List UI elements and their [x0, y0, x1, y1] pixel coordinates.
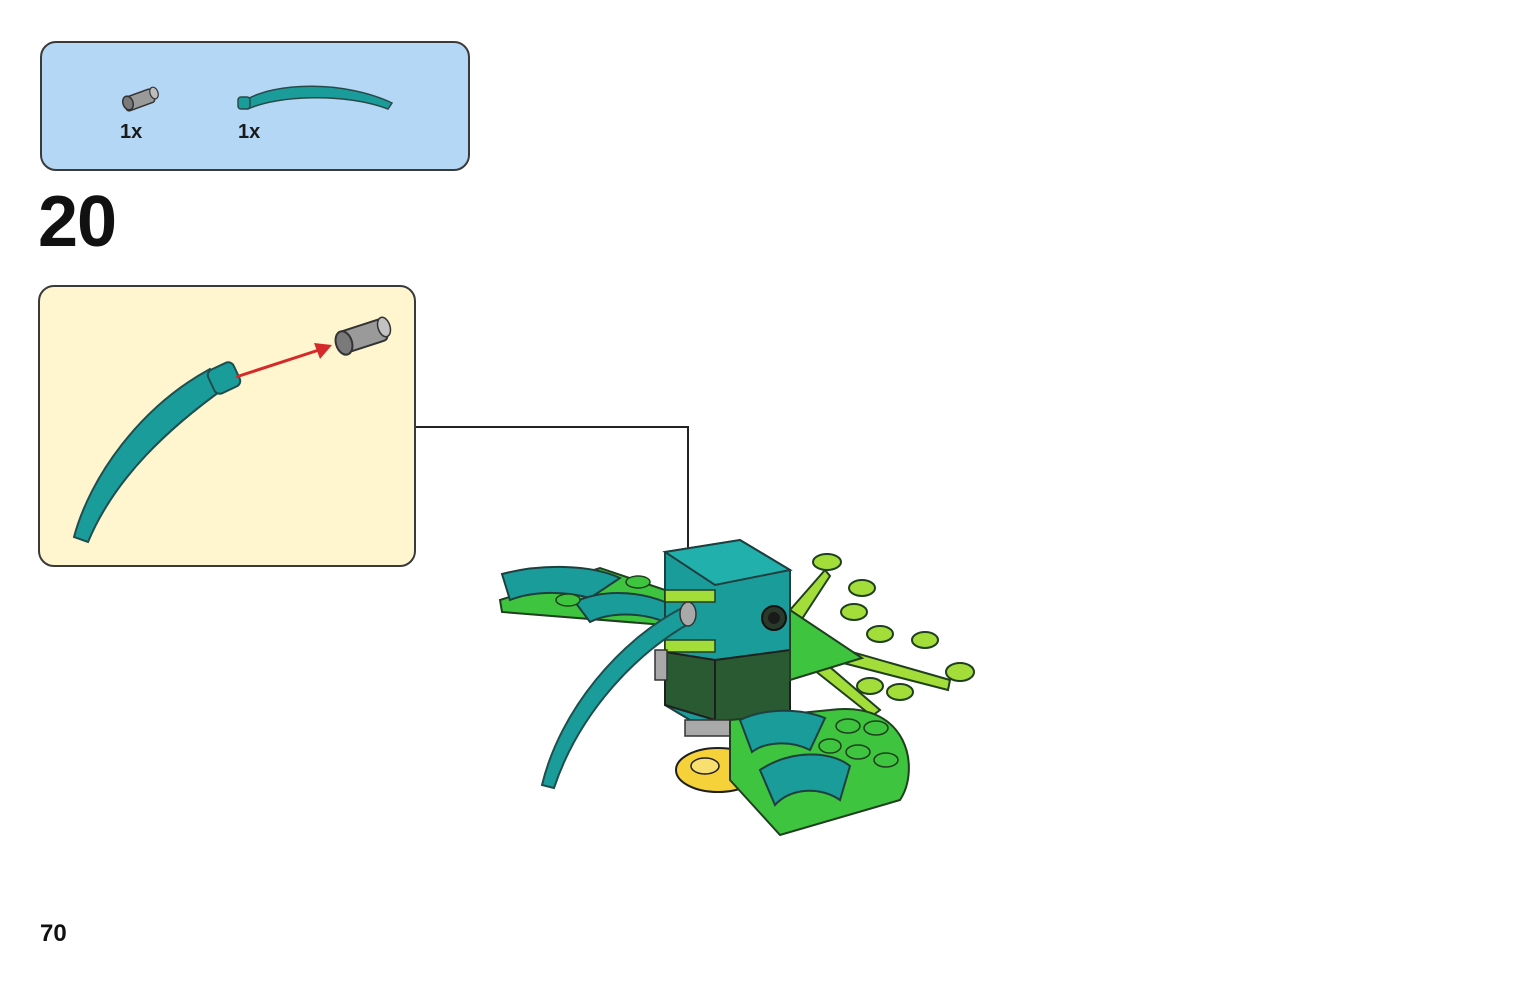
step-number: 20 — [38, 182, 117, 262]
subassembly-callout — [38, 285, 416, 567]
curved-horn-illustration — [72, 361, 242, 544]
parts-list-box: 1x 1x — [40, 41, 470, 171]
curved-horn-icon — [237, 85, 394, 110]
assembly-arrow-icon — [235, 343, 332, 379]
bird-model-illustration — [498, 538, 975, 837]
pin-connector-icon — [334, 316, 392, 356]
part-quantity: 1x — [238, 121, 261, 143]
pin-connector-icon — [121, 86, 159, 112]
part-quantity: 1x — [120, 121, 143, 143]
page-number: 70 — [40, 920, 67, 947]
